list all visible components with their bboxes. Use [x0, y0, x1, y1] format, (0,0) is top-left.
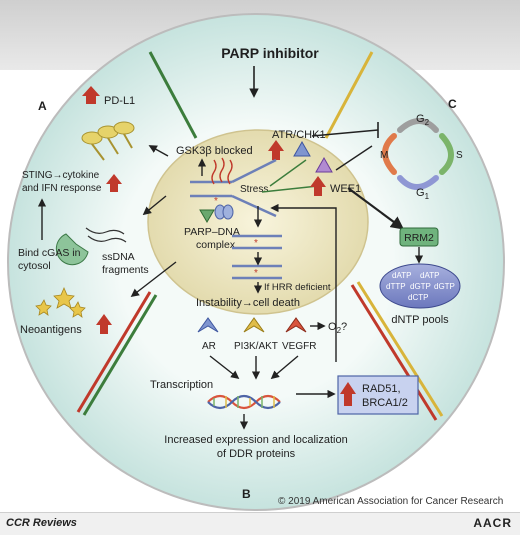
gsk3b-label: GSK3β blocked	[176, 145, 253, 157]
parp-complex-icon	[199, 204, 234, 223]
ddr-label-line1: Increased expression and localization	[164, 434, 347, 446]
divider-line-a-bottom-red	[76, 291, 152, 413]
up-arrow-sting	[106, 174, 122, 192]
pdl1-receptor-icon	[81, 121, 135, 161]
title: PARP inhibitor	[221, 45, 319, 61]
parp-dna-label-line2: complex	[196, 239, 236, 251]
dntp-item: dGTP	[434, 282, 455, 291]
svg-text:*: *	[254, 238, 258, 249]
hrr-label: If HRR deficient	[264, 282, 331, 293]
ar-label: AR	[202, 341, 216, 352]
vegfr-to-transcription-arrow	[270, 355, 299, 380]
stress-label: Stress	[240, 184, 268, 195]
ssdna-label-line1: ssDNA	[102, 251, 135, 263]
replication-fork-icon: *	[190, 157, 277, 218]
dntp-ellipse	[379, 263, 461, 309]
bind-cgas-label-line1: Bind cGAS in	[18, 247, 81, 259]
rrm2-label: RRM2	[404, 232, 434, 244]
g2-label: G2	[416, 113, 430, 127]
ddr-label-line2: of DDR proteins	[217, 448, 296, 460]
cgas-icon	[55, 227, 127, 266]
dntp-item: dTTP	[386, 282, 406, 291]
pi3k-receptor-icon	[243, 317, 265, 333]
footer-journal-label: CCR Reviews	[6, 517, 77, 529]
neoantigen-stars-icon	[35, 286, 86, 318]
ssdna-label-line2: fragments	[102, 264, 149, 276]
vegfr-receptor-icon	[285, 317, 307, 333]
rrm2-box	[399, 227, 439, 247]
stress-to-atr-line	[269, 159, 307, 187]
broken-dna-icon: * *	[232, 234, 282, 280]
pi3k-label: PI3K/AKT	[234, 341, 278, 352]
section-label-c: C	[448, 97, 457, 111]
sting-label-line1: STING→cytokine	[22, 170, 100, 181]
dntp-item: dCTP	[408, 293, 428, 302]
dna-helix-icon	[207, 394, 281, 410]
gsk-to-pdl1-arrow	[148, 145, 169, 157]
dntp-item: dGTP	[410, 282, 431, 291]
dntp-item: dATP	[392, 271, 411, 280]
m-phase-label: M	[380, 150, 388, 161]
section-label-a: A	[38, 99, 47, 113]
core-to-ssdna-arrow	[142, 195, 167, 216]
divider-line-a-top	[148, 51, 198, 139]
atr-chk1-label: ATR/CHK1	[272, 129, 326, 141]
ar-to-transcription-arrow	[209, 355, 240, 380]
up-arrow-pdl1	[82, 86, 100, 104]
section-label-b: B	[242, 487, 251, 501]
footer-bar: CCR Reviews AACR	[0, 512, 520, 535]
svg-text:*: *	[254, 268, 258, 279]
wee1-to-rrm2-arrow	[347, 187, 405, 230]
transcription-label: Transcription	[150, 379, 213, 391]
rad51-feedback-line	[270, 203, 337, 362]
pdl1-label: PD-L1	[104, 95, 135, 107]
vegfr-label: VEGFR	[282, 341, 316, 352]
up-arrow-rad51	[340, 382, 356, 406]
core-to-neoantigens-arrow	[130, 261, 177, 298]
neoantigens-label: Neoantigens	[20, 324, 82, 336]
divider-line-c-top	[324, 51, 374, 139]
bind-cgas-label-line2: cytosol	[18, 260, 51, 272]
up-arrow-wee1	[310, 176, 326, 196]
copyright-notice: © 2019 American Association for Cancer R…	[278, 496, 504, 507]
dntp-item: dATP	[420, 271, 439, 280]
svg-text:*: *	[214, 196, 218, 207]
up-arrow-neoantigens	[96, 314, 112, 334]
divider-line-c-bottom-yellow	[356, 281, 444, 417]
up-arrow-atr	[268, 140, 284, 160]
cell-cycle-icon	[382, 118, 454, 190]
brca-label: BRCA1/2	[362, 397, 408, 409]
wee1-triangle-icon	[315, 156, 333, 173]
divider-line-c-bottom-red	[350, 284, 438, 421]
g1-label: G1	[416, 187, 430, 201]
atr-triangle-icon	[293, 140, 311, 157]
dntp-pools-label: dNTP pools	[391, 314, 449, 326]
sting-label-line2: and IFN response	[22, 183, 102, 194]
atr-inhibit-line	[311, 129, 379, 137]
stress-to-wee1-line	[261, 185, 319, 193]
instability-label: Instability→cell death	[196, 297, 300, 309]
wee1-inhibit-line	[335, 145, 373, 171]
ar-receptor-icon	[197, 317, 219, 333]
footer-logo: AACR	[473, 516, 512, 530]
o2-label: O2?	[328, 321, 347, 335]
parp-dna-label-line1: PARP–DNA	[184, 226, 240, 238]
divider-line-a-bottom-green	[82, 294, 158, 416]
rad51-label: RAD51,	[362, 383, 401, 395]
s-phase-label: S	[456, 150, 463, 161]
